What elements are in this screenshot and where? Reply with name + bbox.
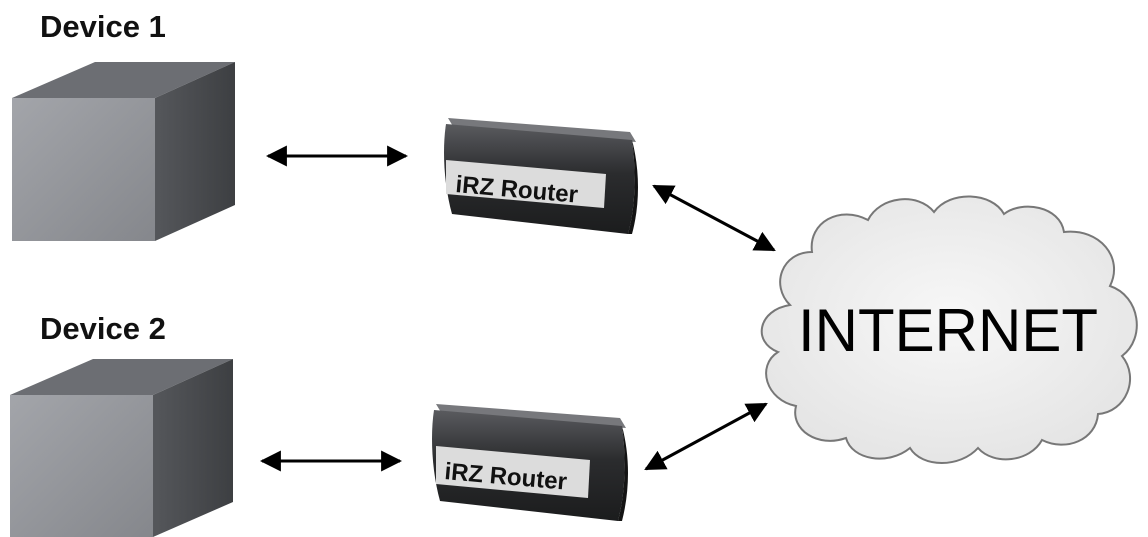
router-1: iRZ Router [444, 118, 638, 234]
device-1: Device 1 [12, 9, 235, 241]
device-2: Device 2 [10, 311, 233, 537]
router-2: iRZ Router [432, 404, 628, 521]
device-2-cube-icon [10, 359, 233, 537]
router-2-internet-link-arrow [644, 402, 768, 471]
device-1-label: Device 1 [40, 9, 166, 44]
device-2-label: Device 2 [40, 311, 166, 346]
router-1-device-icon [444, 118, 638, 234]
router-2-device-icon [432, 404, 628, 521]
internet: INTERNET [760, 195, 1138, 464]
internet-cloud-icon [760, 195, 1138, 464]
internet-label: INTERNET [798, 297, 1098, 364]
router-1-internet-link-arrow [652, 184, 776, 252]
device-1-cube-icon [12, 62, 235, 241]
